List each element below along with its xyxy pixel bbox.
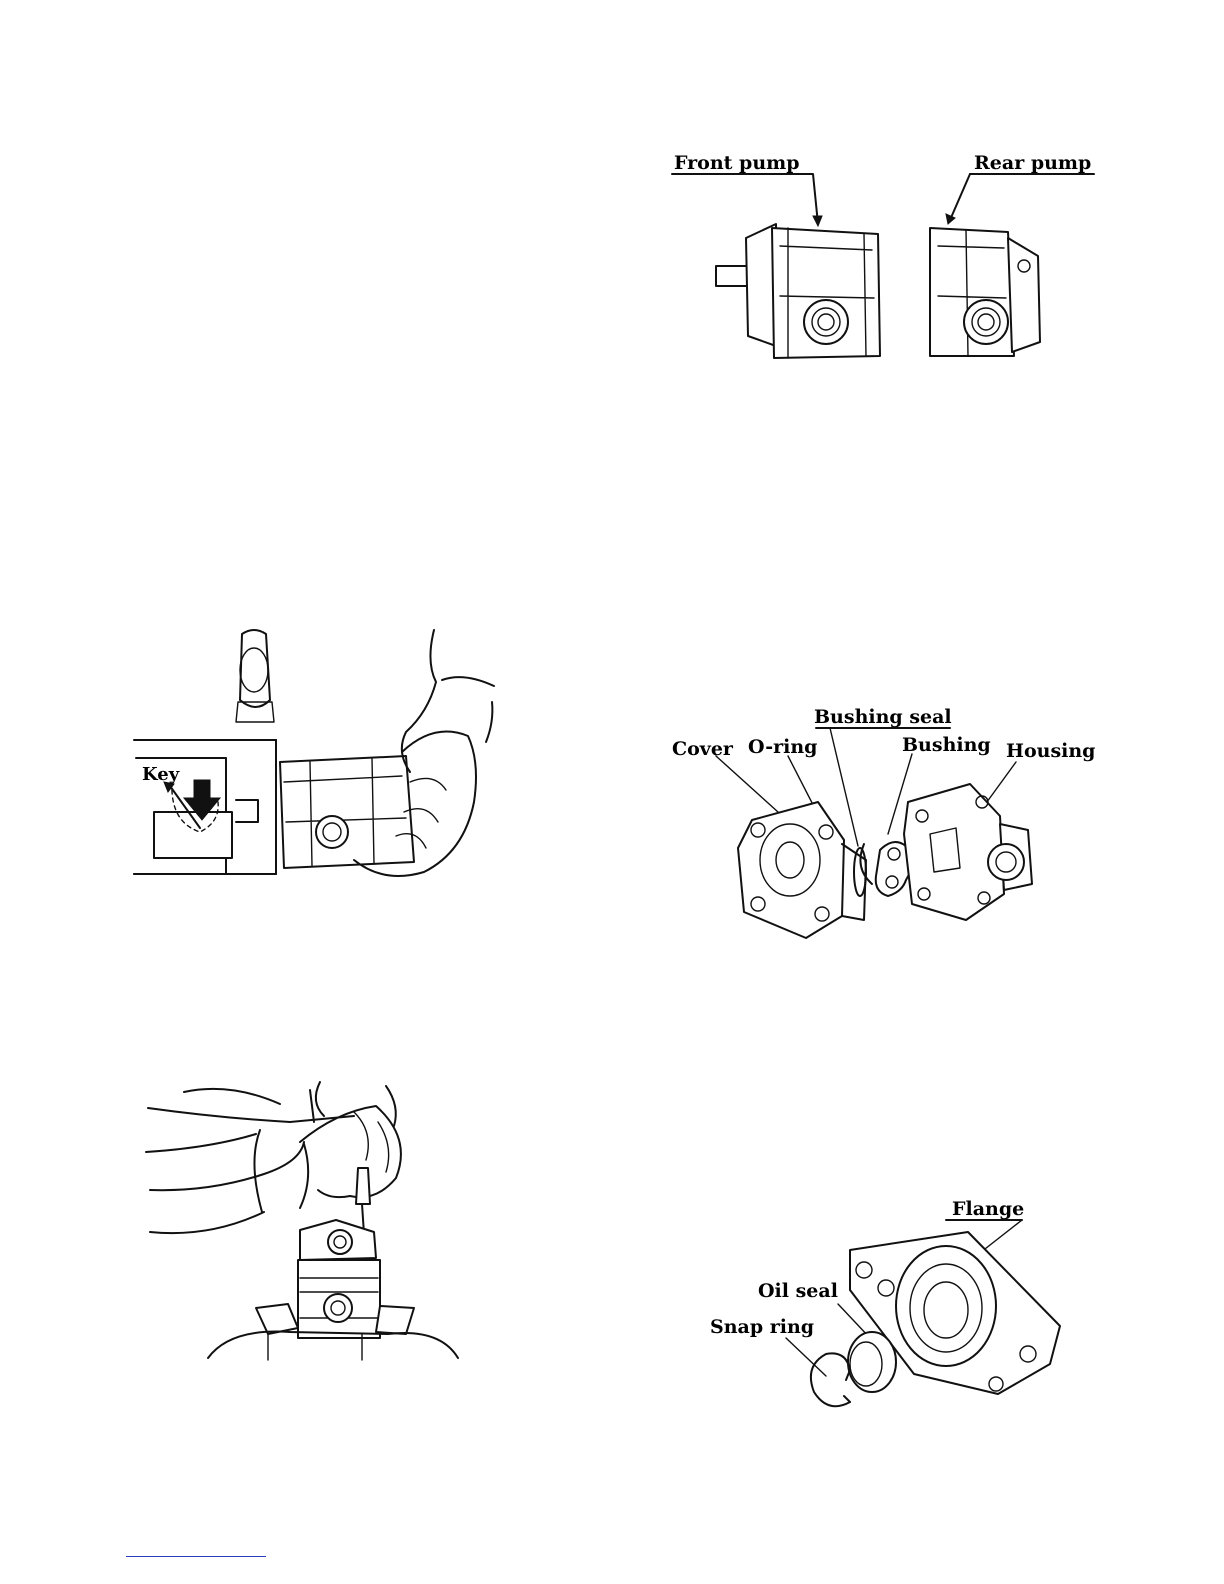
flange-exploded-drawing	[700, 1186, 1084, 1420]
label-oil-seal: Oil seal	[758, 1282, 838, 1301]
label-housing: Housing	[1006, 742, 1095, 761]
label-o-ring: O-ring	[748, 738, 817, 757]
figure-cover-exploded: Bushing seal Cover O-ring Bushing Housin…	[666, 684, 1102, 950]
figure-key-removal: Key	[134, 622, 526, 890]
screwdriver-drawing	[140, 1082, 460, 1364]
footer-rule	[126, 1556, 266, 1557]
label-flange: Flange	[952, 1200, 1024, 1219]
label-bushing: Bushing	[902, 736, 991, 755]
label-snap-ring: Snap ring	[710, 1318, 814, 1337]
label-cover: Cover	[672, 740, 733, 759]
label-rear-pump: Rear pump	[974, 154, 1091, 173]
label-front-pump: Front pump	[674, 154, 800, 173]
key-removal-drawing	[134, 622, 526, 890]
figure-front-rear-pump: Front pump Rear pump	[668, 146, 1108, 364]
front-rear-pump-drawing	[668, 146, 1108, 364]
label-key: Key	[142, 766, 179, 784]
label-bushing-seal: Bushing seal	[814, 708, 952, 727]
figure-screwdriver	[140, 1082, 460, 1364]
figure-flange-exploded: Flange Oil seal Snap ring	[700, 1186, 1084, 1420]
